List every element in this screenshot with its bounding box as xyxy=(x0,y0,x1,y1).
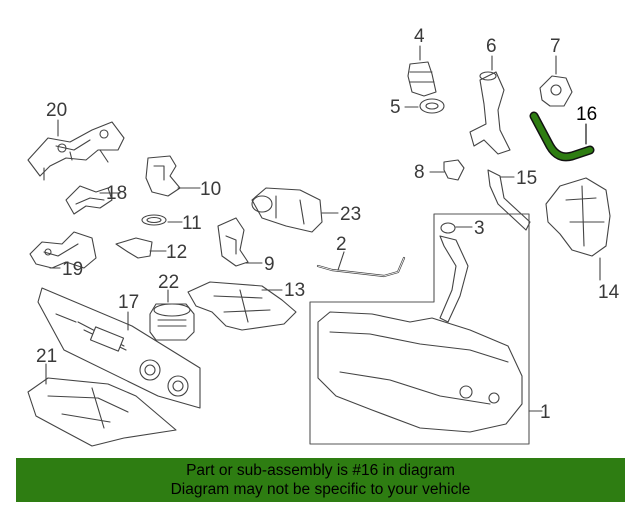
callout-10: 10 xyxy=(200,179,221,200)
part-16-hose-highlighted[interactable] xyxy=(529,111,595,162)
part-10-bracket[interactable] xyxy=(145,155,181,197)
callout-3: 3 xyxy=(474,218,485,239)
callout-14: 14 xyxy=(598,282,620,303)
part-13-bracket[interactable] xyxy=(187,281,297,331)
part-22-fuel-filter[interactable] xyxy=(149,303,195,341)
part-15-bracket[interactable] xyxy=(487,169,531,231)
callout-21: 21 xyxy=(36,346,57,367)
callout-4: 4 xyxy=(414,26,425,47)
part-7-housing[interactable] xyxy=(539,75,573,107)
callout-6: 6 xyxy=(486,36,497,57)
part-14-tank-housing[interactable] xyxy=(545,177,611,257)
callout-18: 18 xyxy=(106,183,127,204)
part-4-grommet[interactable] xyxy=(407,61,437,97)
callout-19: 19 xyxy=(62,259,83,280)
callout-23: 23 xyxy=(340,204,361,225)
part-20-bracket[interactable] xyxy=(27,121,125,181)
part-1-fuel-tank[interactable] xyxy=(317,222,523,433)
callout-8: 8 xyxy=(414,162,425,183)
callout-17: 17 xyxy=(118,292,139,313)
callout-16: 16 xyxy=(576,104,597,125)
callout-15: 15 xyxy=(516,168,537,189)
part-8-hose[interactable] xyxy=(443,159,465,181)
callout-20: 20 xyxy=(46,100,67,121)
part-6-filler-pipe[interactable] xyxy=(469,71,511,155)
callout-12: 12 xyxy=(166,242,187,263)
part-1-box xyxy=(309,213,530,445)
callout-9: 9 xyxy=(264,254,275,275)
callout-5: 5 xyxy=(390,97,401,118)
callout-1: 1 xyxy=(540,402,551,423)
part-5-seal[interactable] xyxy=(419,98,445,114)
callout-11: 11 xyxy=(182,213,202,234)
callout-labels: 1 2 3 4 5 6 7 8 9 10 11 12 13 14 15 16 1… xyxy=(36,26,620,423)
callout-2: 2 xyxy=(336,234,347,255)
part-9-bracket[interactable] xyxy=(217,217,249,267)
banner-line-1: Part or sub-assembly is #16 in diagram xyxy=(186,462,455,479)
callout-22: 22 xyxy=(158,272,179,293)
part-11-ring[interactable] xyxy=(141,214,167,226)
banner-line-2: Diagram may not be specific to your vehi… xyxy=(170,481,471,498)
info-banner: Part or sub-assembly is #16 in diagram D… xyxy=(16,458,625,502)
part-12-bracket[interactable] xyxy=(115,237,153,259)
callout-13: 13 xyxy=(284,280,305,301)
part-21-shield[interactable] xyxy=(27,377,177,447)
part-17-fuel-pump-kit[interactable] xyxy=(37,287,201,409)
part-23-charcoal-canister[interactable] xyxy=(251,187,323,233)
callout-7: 7 xyxy=(550,36,561,57)
part-19-clip[interactable] xyxy=(29,231,97,269)
part-2-fuel-line[interactable] xyxy=(316,256,406,278)
